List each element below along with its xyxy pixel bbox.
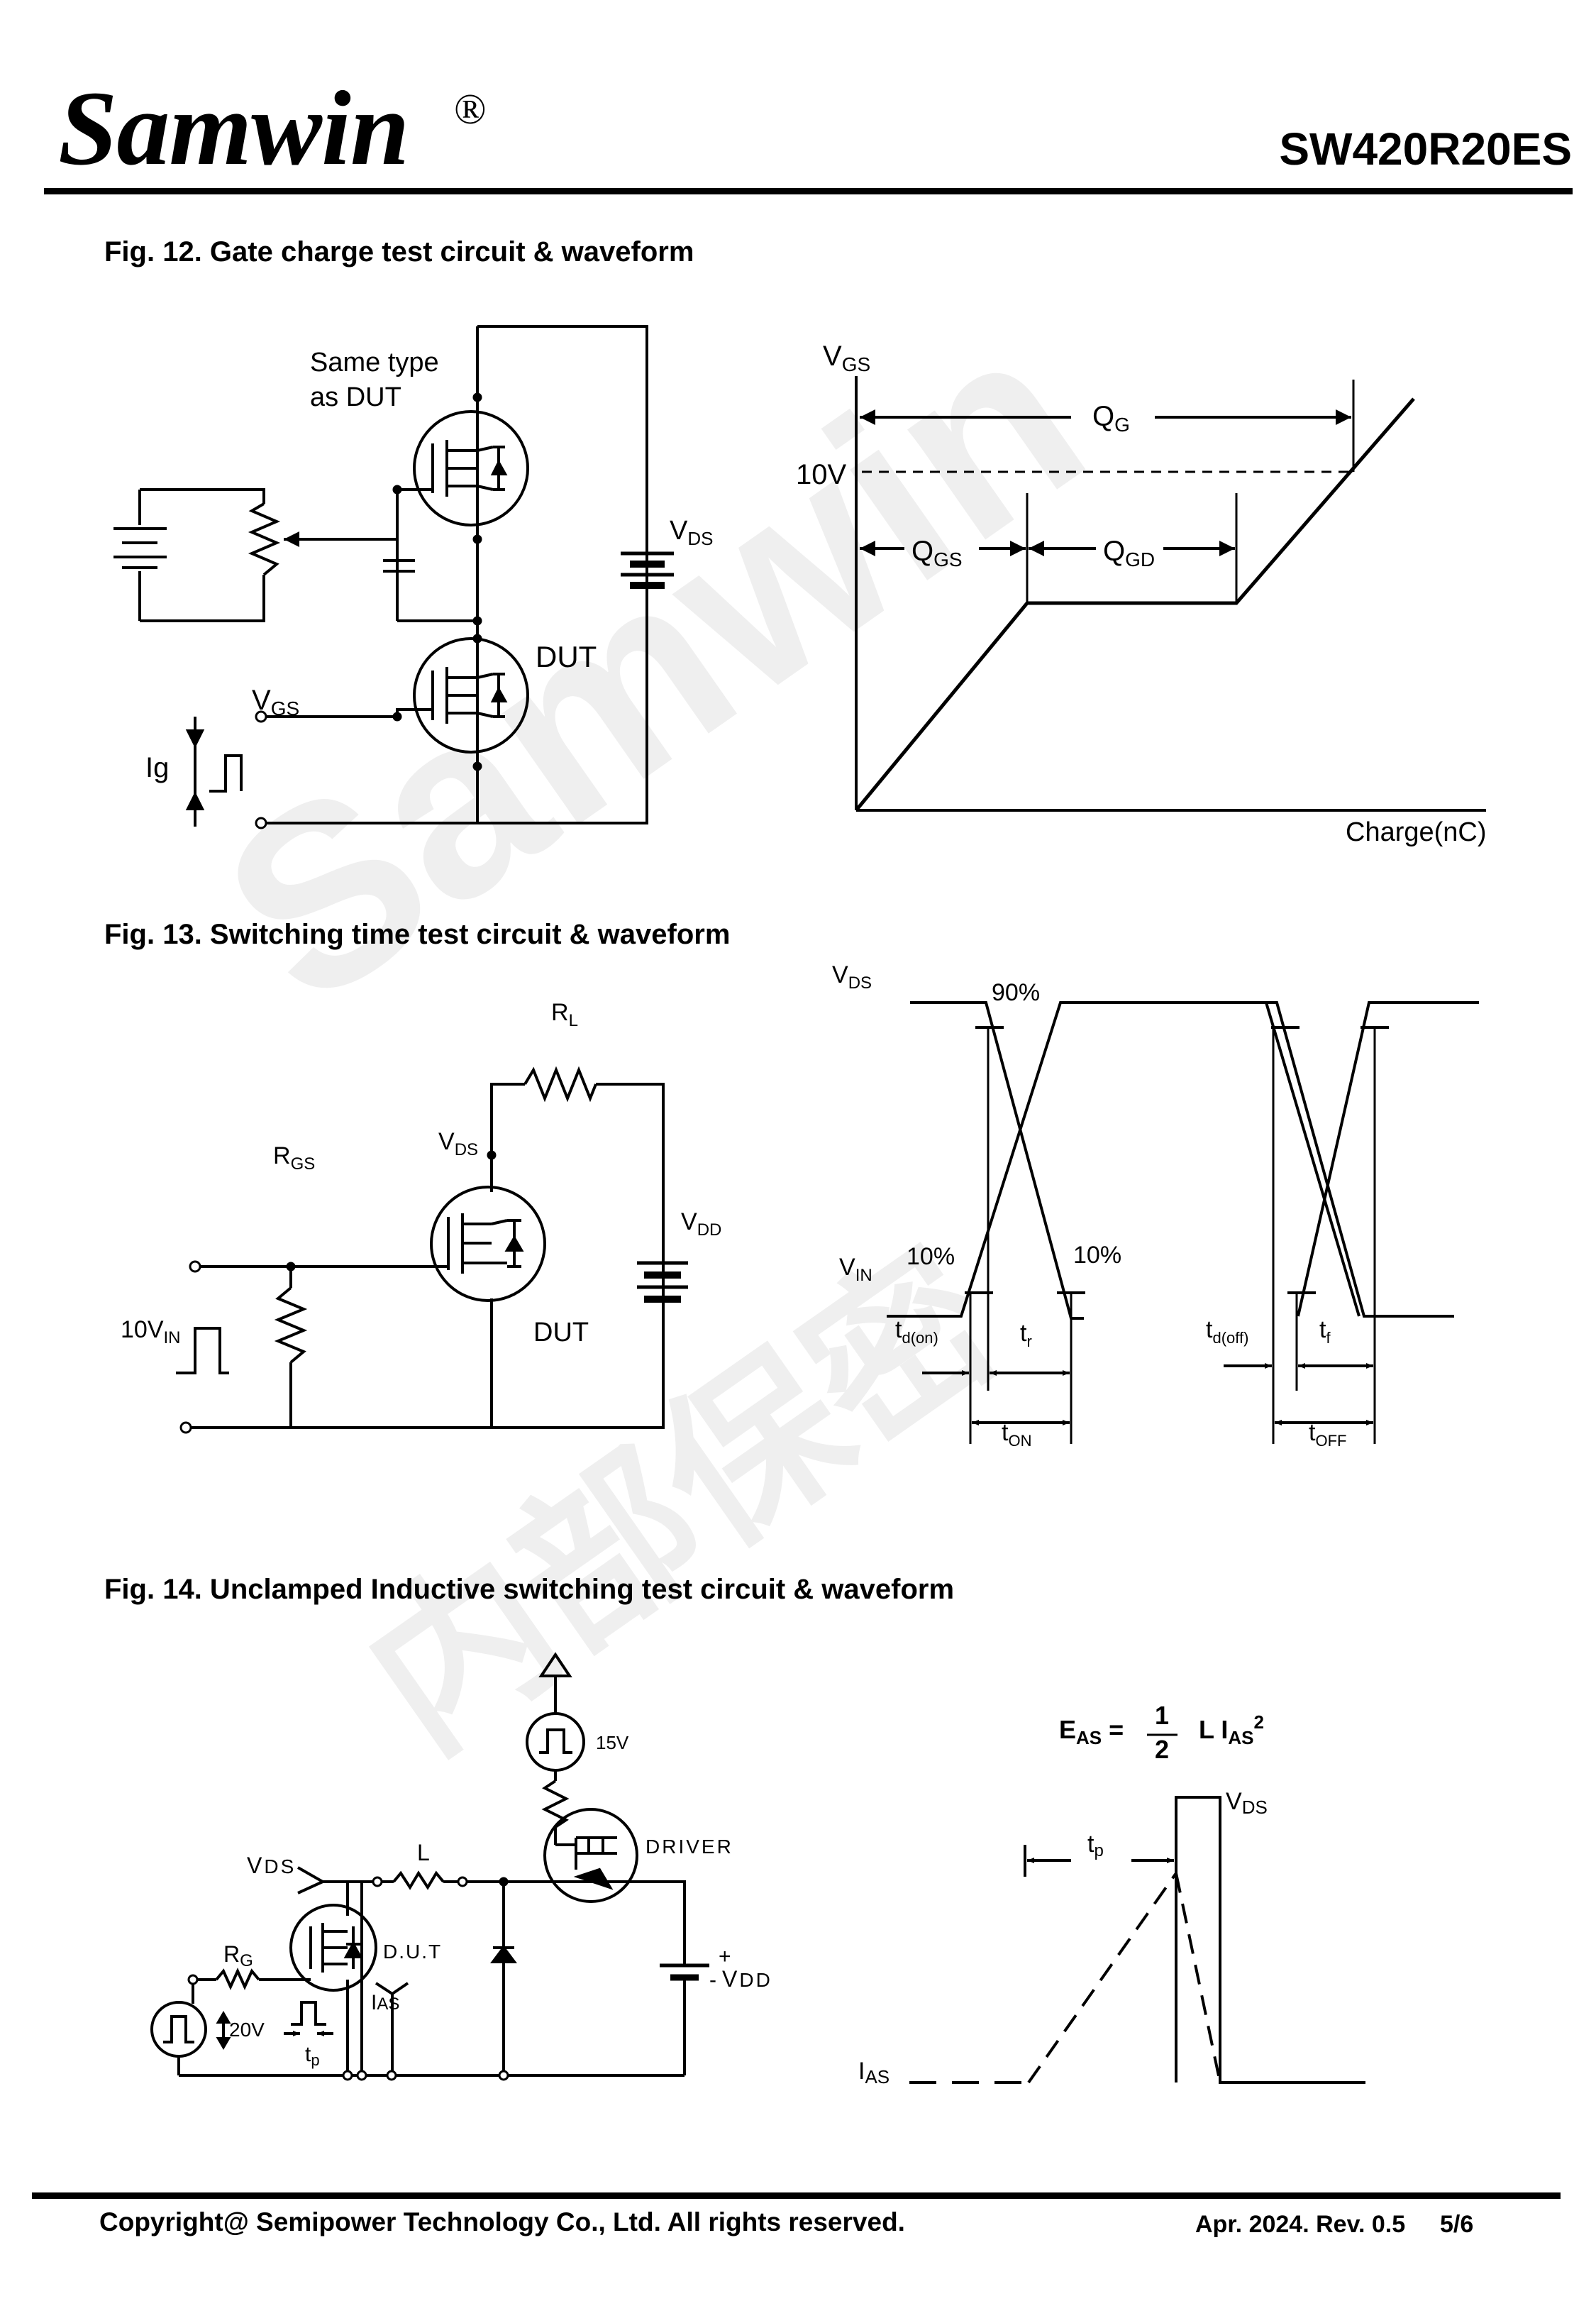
- fig12-circuit: [113, 325, 674, 827]
- footer-copyright: Copyright@ Semipower Technology Co., Ltd…: [99, 2207, 905, 2236]
- label-dut: DUT: [536, 640, 597, 673]
- footer-rule: [32, 2192, 1561, 2199]
- fig14-circuit-labels: 15V DRIVER VDS L RG D.U.T IAS + - VDD 20…: [223, 1732, 772, 2069]
- label-vds: VDS: [438, 1128, 478, 1159]
- fig13-circuit: [176, 1066, 688, 1429]
- fig13-waveform: [887, 1001, 1479, 1444]
- label-minus: -: [709, 1968, 716, 1992]
- wave-ton: tON: [1002, 1419, 1031, 1450]
- fig14-title: Fig. 14. Unclamped Inductive switching t…: [104, 1574, 955, 1605]
- fig14-circuit: [150, 1652, 709, 2077]
- label-rg: RG: [223, 1941, 253, 1970]
- formula-eas: EAS =: [1059, 1715, 1124, 1748]
- wave-vgs: VGS: [823, 341, 870, 375]
- label-tp: tp: [305, 2043, 320, 2069]
- fig12-circuit-labels: Same type as DUT VDS DUT VGS Ig: [145, 348, 713, 783]
- label-ias: IAS: [371, 1991, 399, 2014]
- label-l: L: [417, 1840, 430, 1865]
- label-15v: 15V: [596, 1732, 629, 1753]
- fig12-circuit-nodes: [255, 392, 482, 829]
- wave-tf: tf: [1319, 1316, 1331, 1347]
- fig14-circuit-nodes: [187, 1876, 509, 2081]
- wave-10v: 10V: [796, 459, 846, 490]
- label-rl: RL: [551, 999, 578, 1030]
- label-20v: 20V: [229, 2019, 265, 2041]
- formula-rhs: L IAS2: [1199, 1711, 1264, 1748]
- part-number: SW420R20ES: [1279, 123, 1572, 175]
- wave-vin: VIN: [839, 1254, 872, 1285]
- wave-vds: VDS: [832, 961, 872, 993]
- wave-qgs: QGS: [911, 536, 963, 570]
- wave-qg: QG: [1092, 401, 1130, 436]
- wave-toff: tOFF: [1309, 1419, 1346, 1450]
- label-vds: VDS: [670, 516, 713, 549]
- label-plus: +: [719, 1945, 731, 1968]
- label-as-dut: as DUT: [310, 382, 401, 412]
- label-10vin: 10VIN: [121, 1316, 181, 1347]
- fig12-waveform: [855, 376, 1486, 812]
- brand-logo: Samwin: [58, 70, 409, 187]
- wave-vds: VDS: [1226, 1788, 1268, 1818]
- wave-qgd: QGD: [1103, 536, 1155, 570]
- footer-page: 5/6: [1440, 2211, 1474, 2238]
- fig13-title: Fig. 13. Switching time test circuit & w…: [104, 919, 731, 950]
- registered-mark: ®: [454, 86, 487, 133]
- fig13-waveform-labels: VDS 90% VIN 10% 10% td(on) tr td(off) tf…: [832, 961, 1346, 1450]
- fig13-circuit-nodes: [179, 1150, 497, 1434]
- footer-date-rev: Apr. 2024. Rev. 0.5: [1195, 2211, 1406, 2238]
- wave-tp: tp: [1087, 1831, 1104, 1860]
- label-same-type: Same type: [310, 348, 439, 377]
- formula-num: 1: [1155, 1701, 1169, 1730]
- fig14-waveform-labels: EAS = 1 2 L IAS2 VDS tp IAS: [858, 1701, 1268, 2087]
- wave-10b: 10%: [1073, 1242, 1121, 1269]
- fig14-waveform: [909, 1733, 1365, 2084]
- wave-tr: tr: [1020, 1320, 1032, 1350]
- label-vgs: VGS: [252, 685, 299, 719]
- wave-ias: IAS: [858, 2058, 890, 2087]
- formula-den: 2: [1155, 1735, 1169, 1764]
- fig13-circuit-labels: RL VDS RGS VDD 10VIN DUT: [121, 999, 721, 1347]
- label-dut: DUT: [533, 1318, 589, 1347]
- label-vds: VDS: [247, 1853, 296, 1878]
- wave-xlabel: Charge(nC): [1346, 817, 1487, 847]
- wave-90: 90%: [992, 979, 1040, 1006]
- fig12-title: Fig. 12. Gate charge test circuit & wave…: [104, 236, 694, 267]
- label-driver: DRIVER: [645, 1836, 733, 1858]
- label-vdd: VDD: [681, 1208, 721, 1240]
- label-dut: D.U.T: [383, 1941, 442, 1963]
- wave-tdoff: td(off): [1206, 1316, 1248, 1347]
- label-rgs: RGS: [273, 1142, 315, 1174]
- header-rule: [44, 188, 1573, 194]
- wave-10a: 10%: [907, 1243, 955, 1270]
- fig12-waveform-labels: VGS QG 10V QGS QGD Charge(nC): [796, 341, 1487, 847]
- label-vdd: VDD: [722, 1966, 772, 1992]
- label-ig: Ig: [145, 752, 169, 783]
- wave-tdon: td(on): [895, 1316, 938, 1347]
